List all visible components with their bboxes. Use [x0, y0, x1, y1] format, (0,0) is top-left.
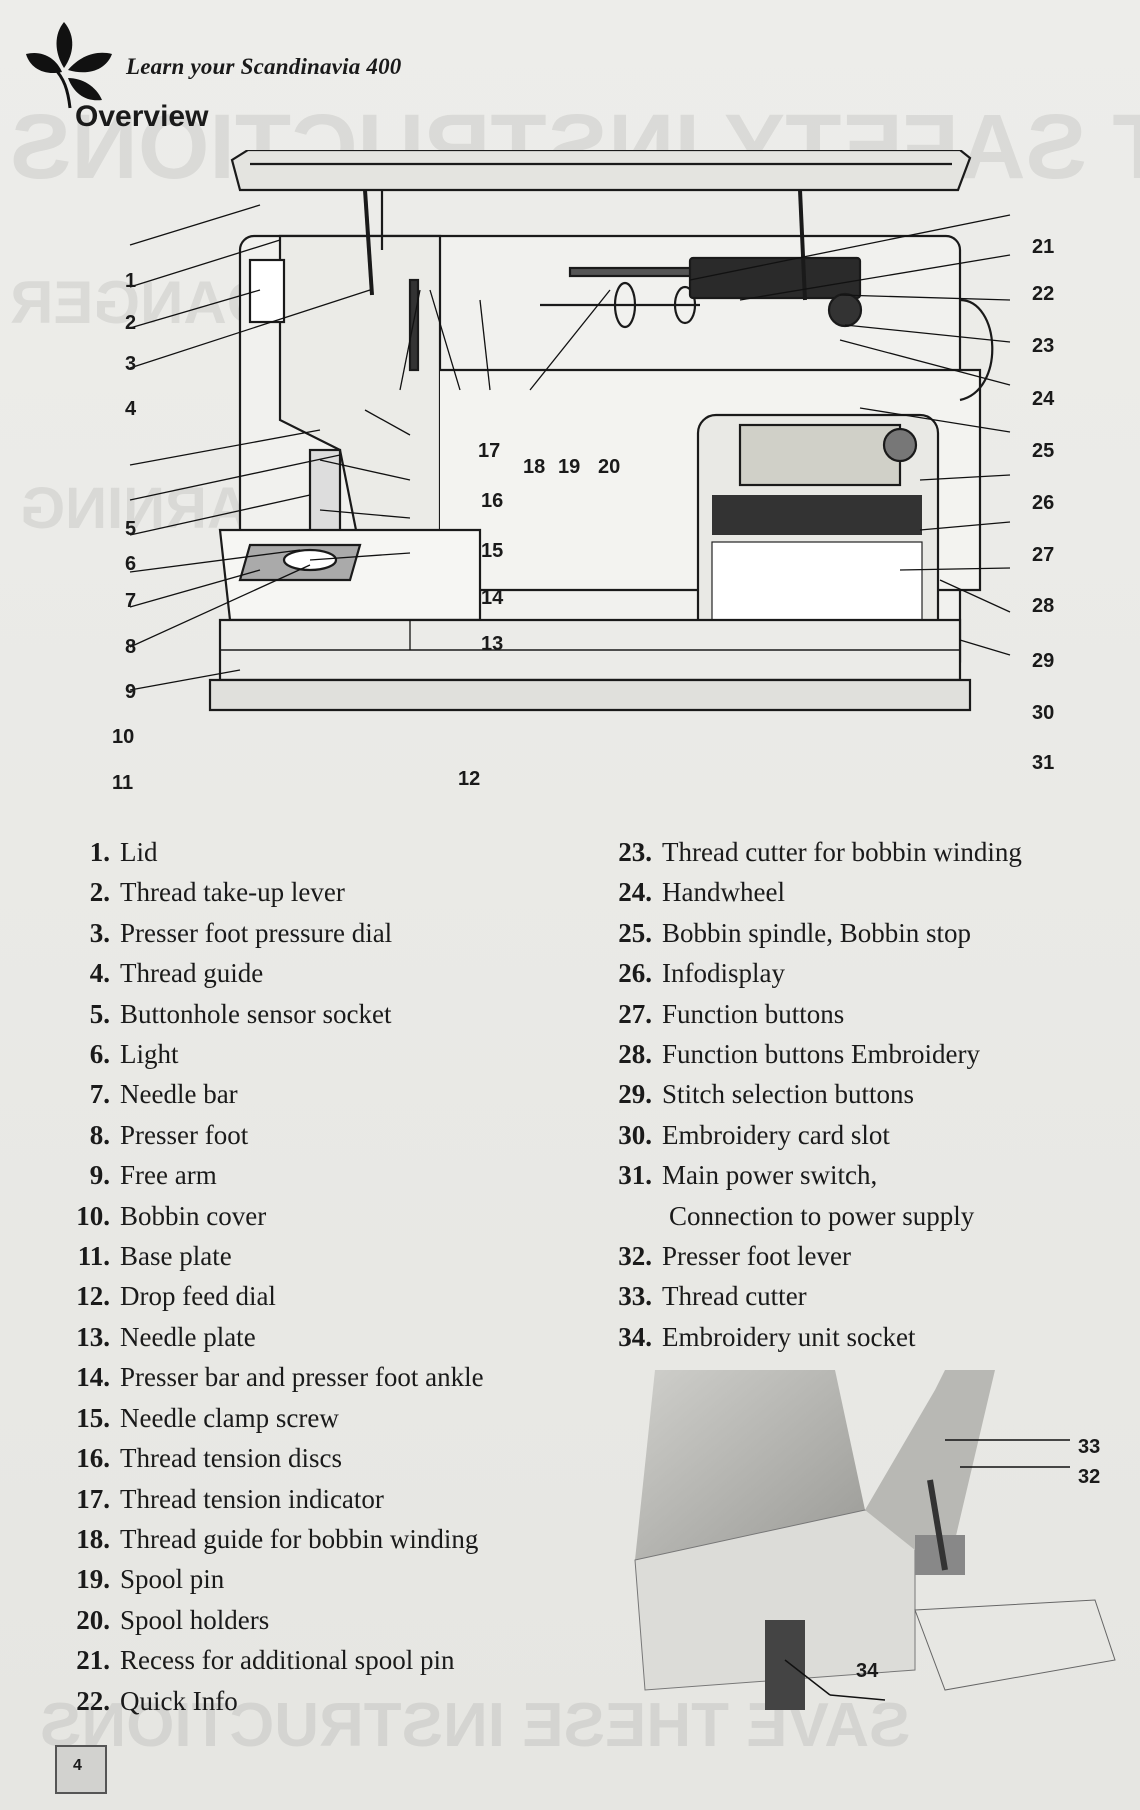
list-item: 33.Thread cutter — [618, 1281, 807, 1312]
list-item: 3.Presser foot pressure dial — [89, 917, 393, 948]
list-item: 10.Bobbin cover — [76, 1200, 267, 1231]
callout-number: 22 — [1032, 283, 1055, 305]
list-item-continuation: Connection to power supply — [669, 1200, 975, 1231]
callout-number: 7 — [125, 590, 137, 612]
list-item: 22.Quick Info — [76, 1685, 238, 1716]
callout-number: 8 — [125, 636, 137, 658]
sewing-machine-diagram — [129, 150, 1011, 712]
callout-number: 17 — [478, 440, 501, 462]
list-item: 34.Embroidery unit socket — [618, 1321, 916, 1352]
list-item: 9.Free arm — [89, 1160, 217, 1191]
callout-number: 9 — [125, 681, 137, 703]
callout-number: 25 — [1032, 440, 1055, 462]
list-item: 27.Function buttons — [618, 998, 845, 1029]
list-item: 7.Needle bar — [89, 1079, 238, 1110]
leaf-logo-icon — [26, 22, 112, 109]
callout-number: 20 — [598, 456, 621, 478]
callout-number: 33 — [1078, 1436, 1101, 1458]
page-header: Learn your Scandinavia 400 — [20, 20, 520, 110]
callout-number: 24 — [1032, 388, 1055, 410]
list-item: 25.Bobbin spindle, Bobbin stop — [618, 917, 972, 948]
callout-number: 6 — [125, 553, 137, 575]
list-item: 1.Lid — [89, 837, 158, 867]
callout-number: 10 — [112, 726, 135, 748]
list-item: 14.Presser bar and presser foot ankle — [76, 1362, 484, 1393]
callout-number: 29 — [1032, 650, 1055, 672]
list-item: 19.Spool pin — [76, 1564, 225, 1595]
callout-number: 19 — [558, 456, 581, 478]
list-item: 21.Recess for additional spool pin — [76, 1645, 455, 1676]
parts-list-right: 23.Thread cutter for bobbin winding 24.H… — [618, 832, 1138, 1357]
list-item: 11.Base plate — [77, 1241, 232, 1272]
callout-number: 13 — [481, 633, 504, 655]
list-item: 16.Thread tension discs — [76, 1443, 342, 1474]
list-item: 28.Function buttons Embroidery — [618, 1039, 980, 1070]
callout-number: 12 — [458, 768, 481, 790]
callout-number: 3 — [125, 353, 137, 375]
list-item: 31.Main power switch, — [618, 1160, 878, 1191]
list-item: 6.Light — [89, 1039, 179, 1070]
header-title: Learn your Scandinavia 400 — [126, 54, 402, 79]
callout-number: 34 — [856, 1660, 879, 1682]
list-item: 24.Handwheel — [618, 877, 785, 908]
callout-number: 1 — [125, 270, 137, 292]
callout-number: 2 — [125, 312, 137, 334]
list-item: 2.Thread take-up lever — [89, 877, 345, 908]
list-item: 29.Stitch selection buttons — [618, 1079, 914, 1110]
callout-number: 26 — [1032, 492, 1055, 514]
list-item: 8.Presser foot — [89, 1119, 249, 1150]
callout-number: 5 — [125, 518, 137, 540]
list-item: 18.Thread guide for bobbin winding — [76, 1523, 479, 1554]
machine-side-photo — [634, 1370, 1116, 1710]
list-item: 13.Needle plate — [76, 1321, 256, 1352]
list-item: 5.Buttonhole sensor socket — [89, 998, 392, 1029]
callout-number: 28 — [1032, 595, 1055, 617]
callout-number: 18 — [523, 456, 546, 478]
list-item: 23.Thread cutter for bobbin winding — [618, 837, 1022, 867]
list-item: 15.Needle clamp screw — [76, 1402, 339, 1433]
callout-number: 4 — [125, 398, 137, 420]
list-item: 17.Thread tension indicator — [76, 1483, 384, 1514]
page-title: Overview — [75, 100, 209, 133]
parts-list-left: 1.Lid 2.Thread take-up lever 3.Presser f… — [76, 832, 616, 1721]
list-item: 20.Spool holders — [76, 1604, 270, 1635]
list-item: 4.Thread guide — [89, 958, 264, 989]
callout-number: 31 — [1032, 752, 1055, 774]
callout-number: 27 — [1032, 544, 1055, 566]
callout-number: 16 — [481, 490, 504, 512]
list-item: 12.Drop feed dial — [76, 1281, 276, 1312]
callout-number: 23 — [1032, 335, 1055, 357]
list-item: 32.Presser foot lever — [618, 1241, 851, 1272]
callout-number: 30 — [1032, 702, 1055, 724]
callout-number: 21 — [1032, 236, 1055, 258]
callout-number: 14 — [481, 587, 504, 609]
callout-number: 11 — [112, 772, 134, 794]
list-item: 30.Embroidery card slot — [618, 1119, 890, 1150]
callout-number: 15 — [481, 540, 504, 562]
page-number-box: 4 — [55, 1745, 107, 1794]
page-number: 4 — [73, 1757, 82, 1774]
callout-number: 32 — [1078, 1466, 1101, 1488]
list-item: 26.Infodisplay — [618, 958, 785, 989]
